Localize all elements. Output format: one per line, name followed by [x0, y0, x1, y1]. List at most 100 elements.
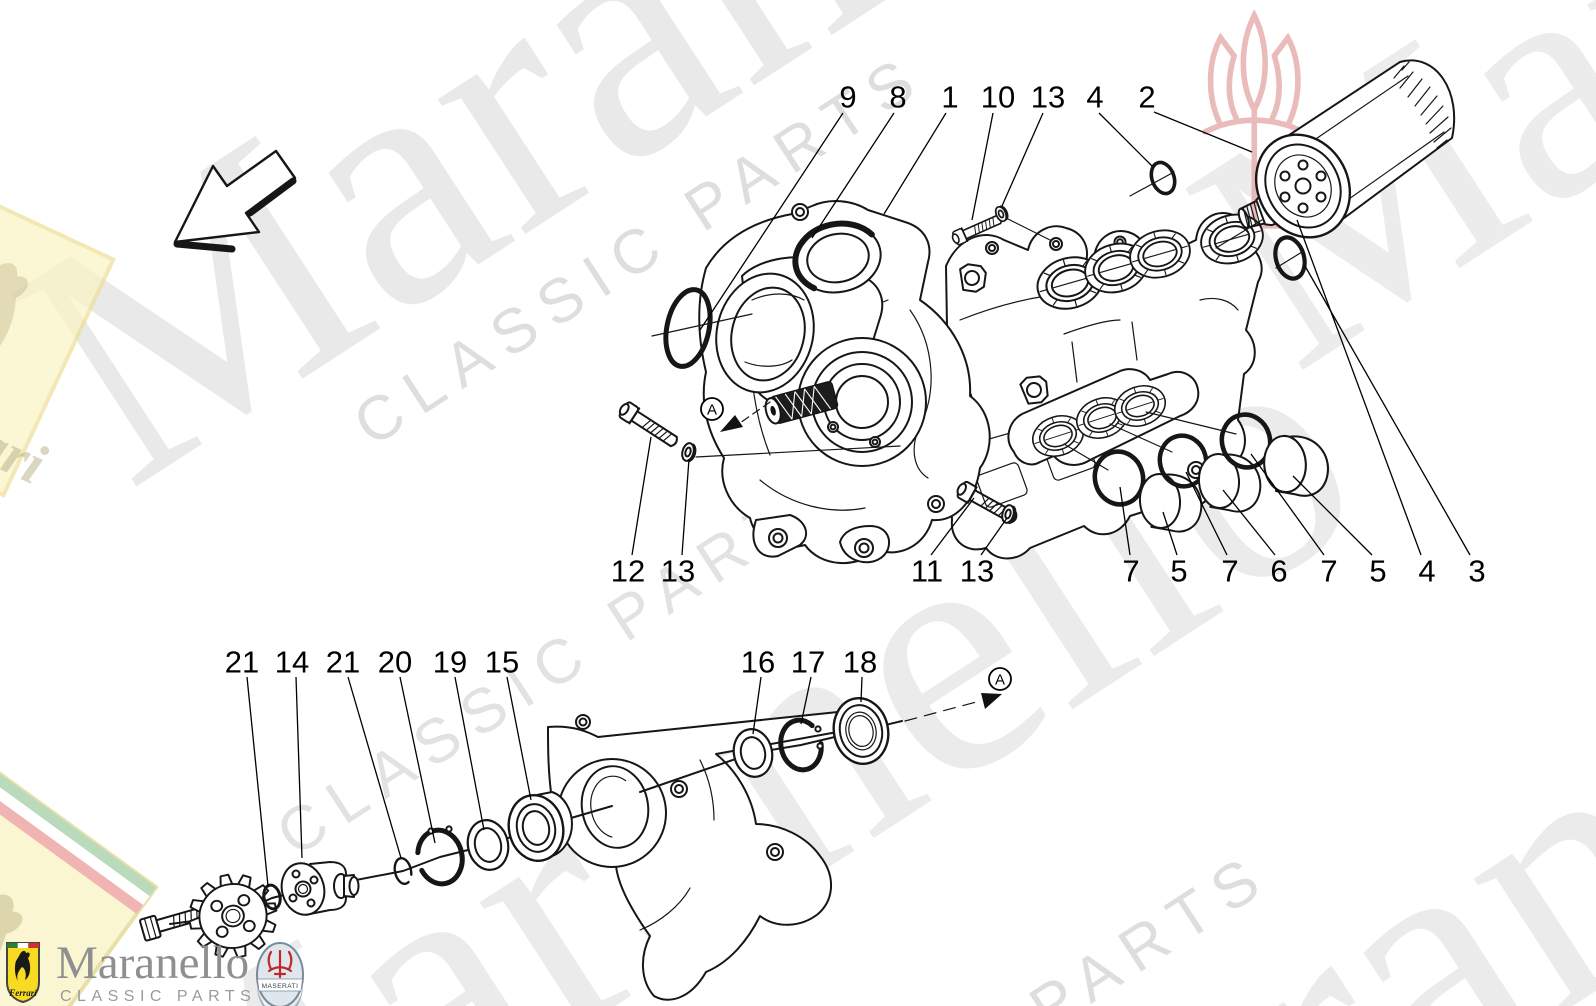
callout-number: 5	[1369, 554, 1386, 589]
o-ring-4b	[1273, 235, 1307, 281]
leader-line	[752, 676, 762, 735]
maserati-badge-text: MASERATI	[262, 983, 299, 990]
leader-line	[1001, 112, 1044, 207]
trident-icon	[267, 949, 293, 979]
leader-line	[883, 112, 947, 215]
hub-14	[280, 861, 360, 916]
seal-18	[832, 697, 890, 765]
leader-line	[295, 676, 303, 859]
callout-number: 2	[1138, 80, 1155, 115]
ferrari-shield-watermark-bottom	[0, 749, 159, 1006]
view-marker-circle	[700, 397, 724, 421]
washer-13a-pointer	[695, 445, 901, 458]
bearing-15	[507, 791, 573, 862]
seal-ring-8	[792, 220, 884, 296]
sprocket	[188, 873, 278, 959]
view-a-arrow-1	[720, 401, 771, 432]
hex-nut-icon	[1019, 375, 1049, 405]
circlip-17	[778, 717, 824, 773]
callout-number: 21	[225, 645, 259, 680]
maranello-logo: Ferrari Maranello CLASSIC PARTS MASERATI	[6, 937, 304, 1006]
callout-number: 7	[1320, 554, 1337, 589]
o-ring-9	[651, 287, 753, 369]
callout-number: 5	[1170, 554, 1187, 589]
view-marker-circle	[988, 667, 1012, 691]
leader-line	[1222, 489, 1276, 556]
leader-line	[1098, 112, 1153, 167]
washer-13c	[992, 203, 1011, 224]
callout-number: 3	[1468, 554, 1485, 589]
callout-number: 7	[1221, 554, 1238, 589]
leader-line	[1119, 486, 1131, 556]
leader-line	[800, 676, 812, 725]
callout-number: 4	[1418, 554, 1435, 589]
leader-line	[399, 676, 436, 844]
callout-number: 10	[981, 80, 1015, 115]
leader-line	[454, 676, 485, 831]
callout-number: 13	[960, 554, 994, 589]
callout-number: 19	[433, 645, 467, 680]
leader-line	[1153, 111, 1253, 153]
oil-filter-2	[1254, 59, 1456, 239]
callout-number: 14	[275, 645, 309, 680]
ring-20	[393, 856, 413, 886]
leader-line	[681, 458, 690, 556]
callout-number: 15	[485, 645, 519, 680]
callout-number: 9	[839, 80, 856, 115]
leader-line	[506, 676, 532, 801]
callout-number: 1	[941, 80, 958, 115]
splined-shaft	[764, 381, 839, 425]
ferrari-badge-text: Ferrari	[8, 988, 37, 998]
engine-block	[939, 171, 1303, 560]
view-markers-layer: AA	[700, 397, 1012, 691]
callout-number: 4	[1086, 80, 1103, 115]
maserati-badge: MASERATI	[256, 942, 304, 1006]
o-ring-4a	[1149, 160, 1177, 196]
hex-nut-icon	[959, 263, 987, 293]
logo-name: Maranello	[56, 937, 249, 989]
direction-arrow	[173, 149, 297, 253]
view-marker-label: A	[707, 402, 717, 419]
leader-line	[1296, 219, 1422, 556]
leader-line	[1185, 471, 1228, 556]
callout-number: 6	[1270, 554, 1287, 589]
callout-number: 18	[843, 645, 877, 680]
leader-line	[699, 112, 844, 331]
o-ring-21a	[262, 883, 282, 911]
logo-subtitle: CLASSIC PARTS	[60, 988, 256, 1005]
pump-top-opening	[792, 220, 884, 296]
leader-line	[347, 676, 402, 859]
ring-16	[732, 728, 774, 778]
callout-number: 17	[791, 645, 825, 680]
leader-line	[860, 676, 863, 703]
callout-number: 11	[911, 554, 943, 589]
leader-line	[980, 517, 1008, 556]
ferrari-badge: Ferrari	[6, 942, 40, 1004]
ferrari-shield-watermark-top: Ferrari	[0, 172, 116, 498]
callout-number: 7	[1122, 554, 1139, 589]
leader-line	[1162, 511, 1178, 556]
leader-line	[971, 112, 994, 221]
horse-smudge-icon	[0, 263, 28, 369]
washer-13c-pointer	[1005, 217, 1051, 241]
callout-number: 20	[378, 645, 412, 680]
view-a-arrow-2	[904, 693, 1002, 722]
leader-line	[246, 676, 269, 887]
leader-line	[1304, 265, 1471, 556]
callout-number: 8	[889, 80, 906, 115]
view-marker-label: A	[995, 672, 1005, 689]
leader-line	[930, 497, 975, 556]
callout-number: 16	[741, 645, 775, 680]
callout-number: 13	[661, 554, 695, 589]
callout-number: 21	[326, 645, 360, 680]
callout-number: 13	[1031, 80, 1065, 115]
leader-line	[631, 436, 652, 556]
callout-number: 12	[611, 554, 645, 589]
bolt-12	[615, 398, 682, 452]
leader-line	[1250, 453, 1325, 556]
leader-line	[1292, 475, 1373, 556]
leader-line	[811, 112, 895, 239]
